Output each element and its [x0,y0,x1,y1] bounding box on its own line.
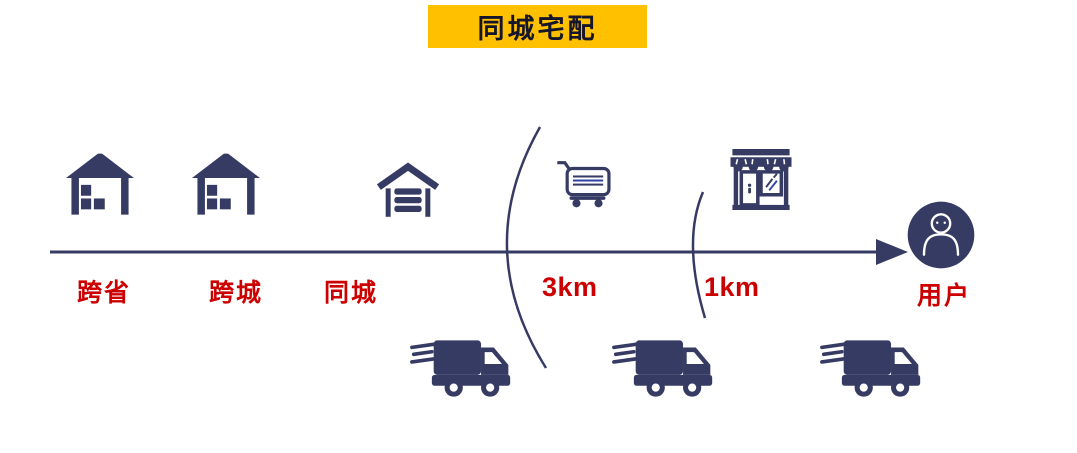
warehouse-icon [66,152,134,215]
stage-label-1km: 1km [704,272,760,302]
stage-label-cross-province: 跨省 [77,279,132,307]
delivery-truck-icon [612,340,714,397]
stage-label-cross-city: 跨城 [209,279,264,307]
timeline-arrowhead-icon [876,239,908,265]
radius-arc-1km [691,191,707,319]
delivery-truck-icon [410,340,512,397]
diagram-title: 同城宅配 [477,14,598,44]
shopping-cart-icon [555,158,613,208]
title-banner: 同城宅配 [428,5,647,48]
stage-label-3km: 3km [542,272,598,302]
delivery-truck-icon [820,340,922,397]
stage-label-user: 用户 [917,282,972,310]
garage-warehouse-icon [377,161,439,217]
user-avatar-icon [907,201,975,269]
storefront-icon [729,149,793,210]
radius-arc-3km [505,126,548,369]
stage-label-same-city: 同城 [324,279,379,307]
warehouse-icon [192,152,260,215]
